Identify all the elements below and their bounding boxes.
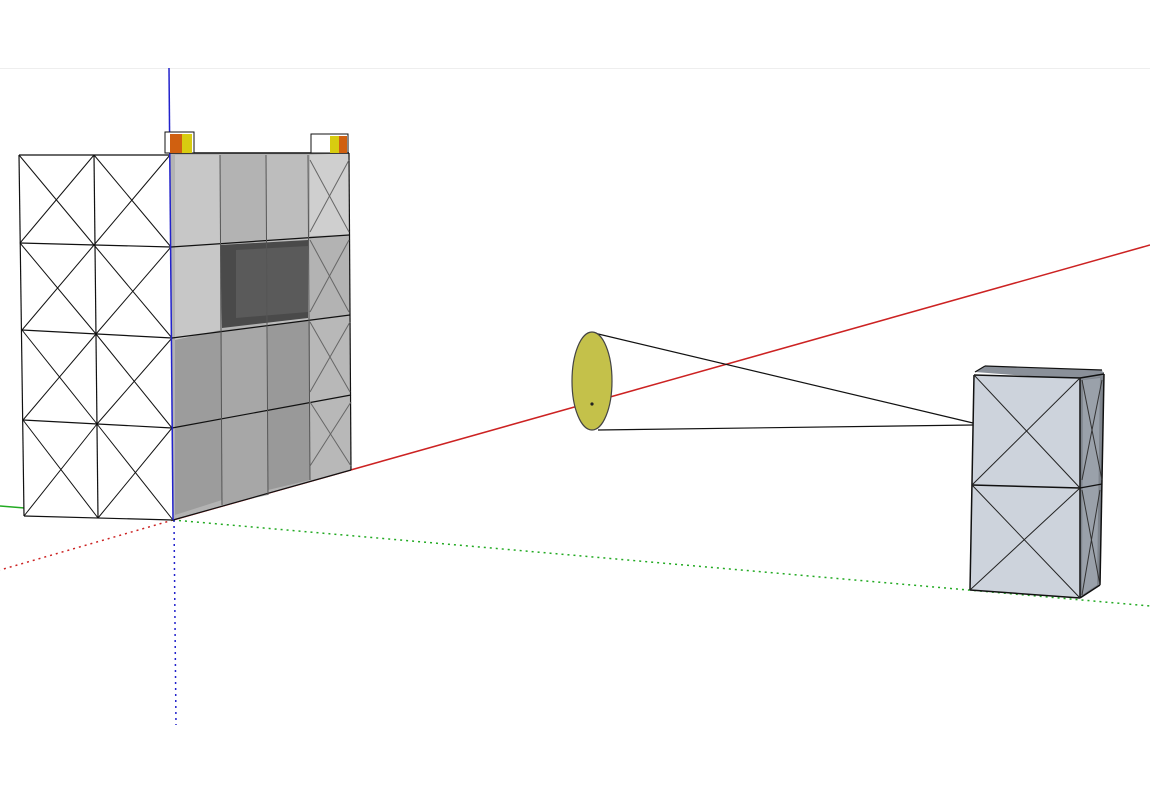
tower-edge [309, 401, 352, 467]
tower-edge [219, 154, 223, 506]
target-edge [969, 589, 1081, 599]
red-axis-dotted [0, 519, 174, 571]
tower-edge [19, 242, 97, 335]
blue-axis-dotted [173, 519, 177, 726]
tower-panel-shade [310, 315, 351, 480]
tower-edge [96, 337, 173, 425]
tower-window-inner [236, 246, 308, 318]
tower-edge [19, 154, 95, 244]
tower-edge [23, 423, 98, 517]
lens-disc[interactable] [571, 331, 974, 431]
tower-edge [309, 159, 350, 233]
target-edge [973, 374, 1081, 489]
tower-edge [93, 154, 172, 248]
tower-edge [18, 154, 25, 517]
tower-edge [307, 154, 311, 481]
tower-edge [348, 152, 352, 471]
target-edge [969, 487, 1081, 591]
tower-edge [171, 314, 351, 339]
tower-edge [21, 244, 95, 331]
projection-line-bottom [597, 424, 974, 431]
lens-ellipse [571, 331, 613, 431]
target-box[interactable] [969, 365, 1105, 599]
tower-panel-shade [310, 153, 349, 236]
scaffold-tower[interactable] [18, 67, 352, 521]
tower-edge [309, 239, 350, 313]
tower-edge [22, 333, 97, 421]
toolbar-area [0, 0, 1150, 69]
projection-line-top [593, 332, 974, 424]
tower-edge [93, 154, 171, 246]
target-edge [1081, 379, 1103, 481]
tower-edge [265, 154, 269, 496]
tower-edge [97, 427, 173, 519]
target-edge [1081, 489, 1101, 596]
target-edge [1079, 483, 1103, 489]
top-marker-right-orange [339, 136, 347, 153]
target-edge [974, 365, 986, 373]
target-edge [984, 365, 1103, 371]
tower-edge [96, 423, 174, 521]
tower-edge [309, 321, 351, 393]
tower-edge [95, 246, 172, 335]
top-marker-right-yellow [330, 136, 339, 153]
tower-edge [21, 329, 173, 339]
target-edge [971, 484, 1081, 489]
tower-edge [93, 154, 99, 519]
top-marker-left-orange [170, 134, 182, 153]
target-edge [969, 374, 975, 591]
tower-panel-shade [268, 320, 310, 490]
target-edge [971, 377, 1081, 486]
tower-edge [170, 234, 350, 248]
target-edge [971, 484, 1081, 599]
tower-edge [172, 469, 352, 521]
target-edge [1081, 489, 1101, 586]
tower-edge [22, 419, 99, 519]
target-edge [1079, 373, 1105, 379]
tower-edge [171, 394, 352, 429]
target-edge [973, 374, 1081, 379]
lens-center-dot [590, 402, 594, 406]
top-marker-left-yellow [182, 134, 192, 153]
target-edge [1079, 584, 1101, 599]
tower-panel-shade [175, 155, 220, 340]
tower-panel-shade [175, 330, 222, 515]
